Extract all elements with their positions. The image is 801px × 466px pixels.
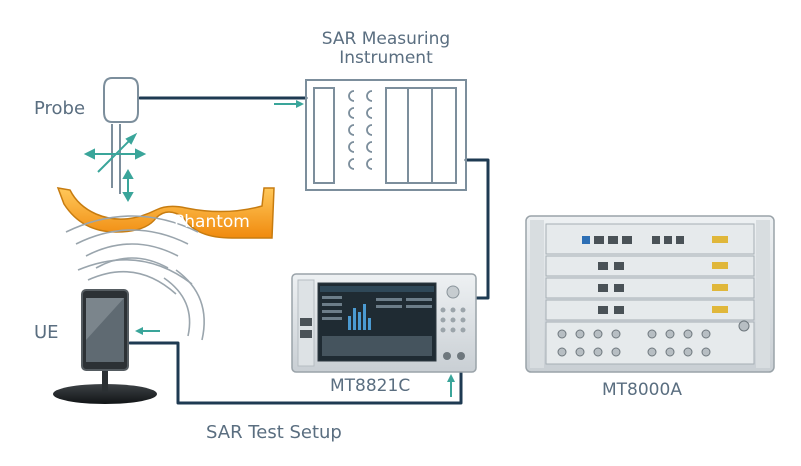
- connection-cables: [128, 96, 490, 405]
- phantom-shape: [56, 187, 275, 239]
- ue-label: UE: [34, 322, 59, 343]
- mt8821c-label: MT8821C: [330, 376, 411, 396]
- probe-movement-arrows-icon: [83, 132, 147, 203]
- arrow-to-ue-icon: [135, 327, 160, 335]
- signal-arrows: [135, 100, 455, 397]
- cable-instrument-to-mt8821c: [464, 158, 490, 300]
- probe-label: Probe: [34, 98, 86, 119]
- phantom-label: Phantom: [174, 212, 250, 232]
- phone-stand-base: [53, 384, 157, 404]
- sar-instrument-label-line1: SAR Measuring: [321, 29, 451, 49]
- mt8000a-label: MT8000A: [602, 380, 682, 400]
- sar-instrument-label: SAR Measuring Instrument: [296, 30, 476, 68]
- arrow-to-instrument-icon: [274, 100, 304, 108]
- probe-icon: [103, 77, 139, 194]
- arrow-up-to-mt8821c-icon: [447, 374, 455, 397]
- mt8821c-device: [291, 273, 477, 373]
- mt8000a-device: [525, 215, 775, 373]
- ue-phone: [53, 289, 157, 404]
- sar-measuring-instrument: [305, 79, 467, 191]
- cable-ue-to-mt8821c: [128, 341, 463, 405]
- setup-caption: SAR Test Setup: [206, 422, 342, 443]
- instrument-connector-icons: [348, 90, 373, 170]
- sar-instrument-label-line2: Instrument: [339, 48, 433, 68]
- rf-waves-icon: [65, 215, 205, 341]
